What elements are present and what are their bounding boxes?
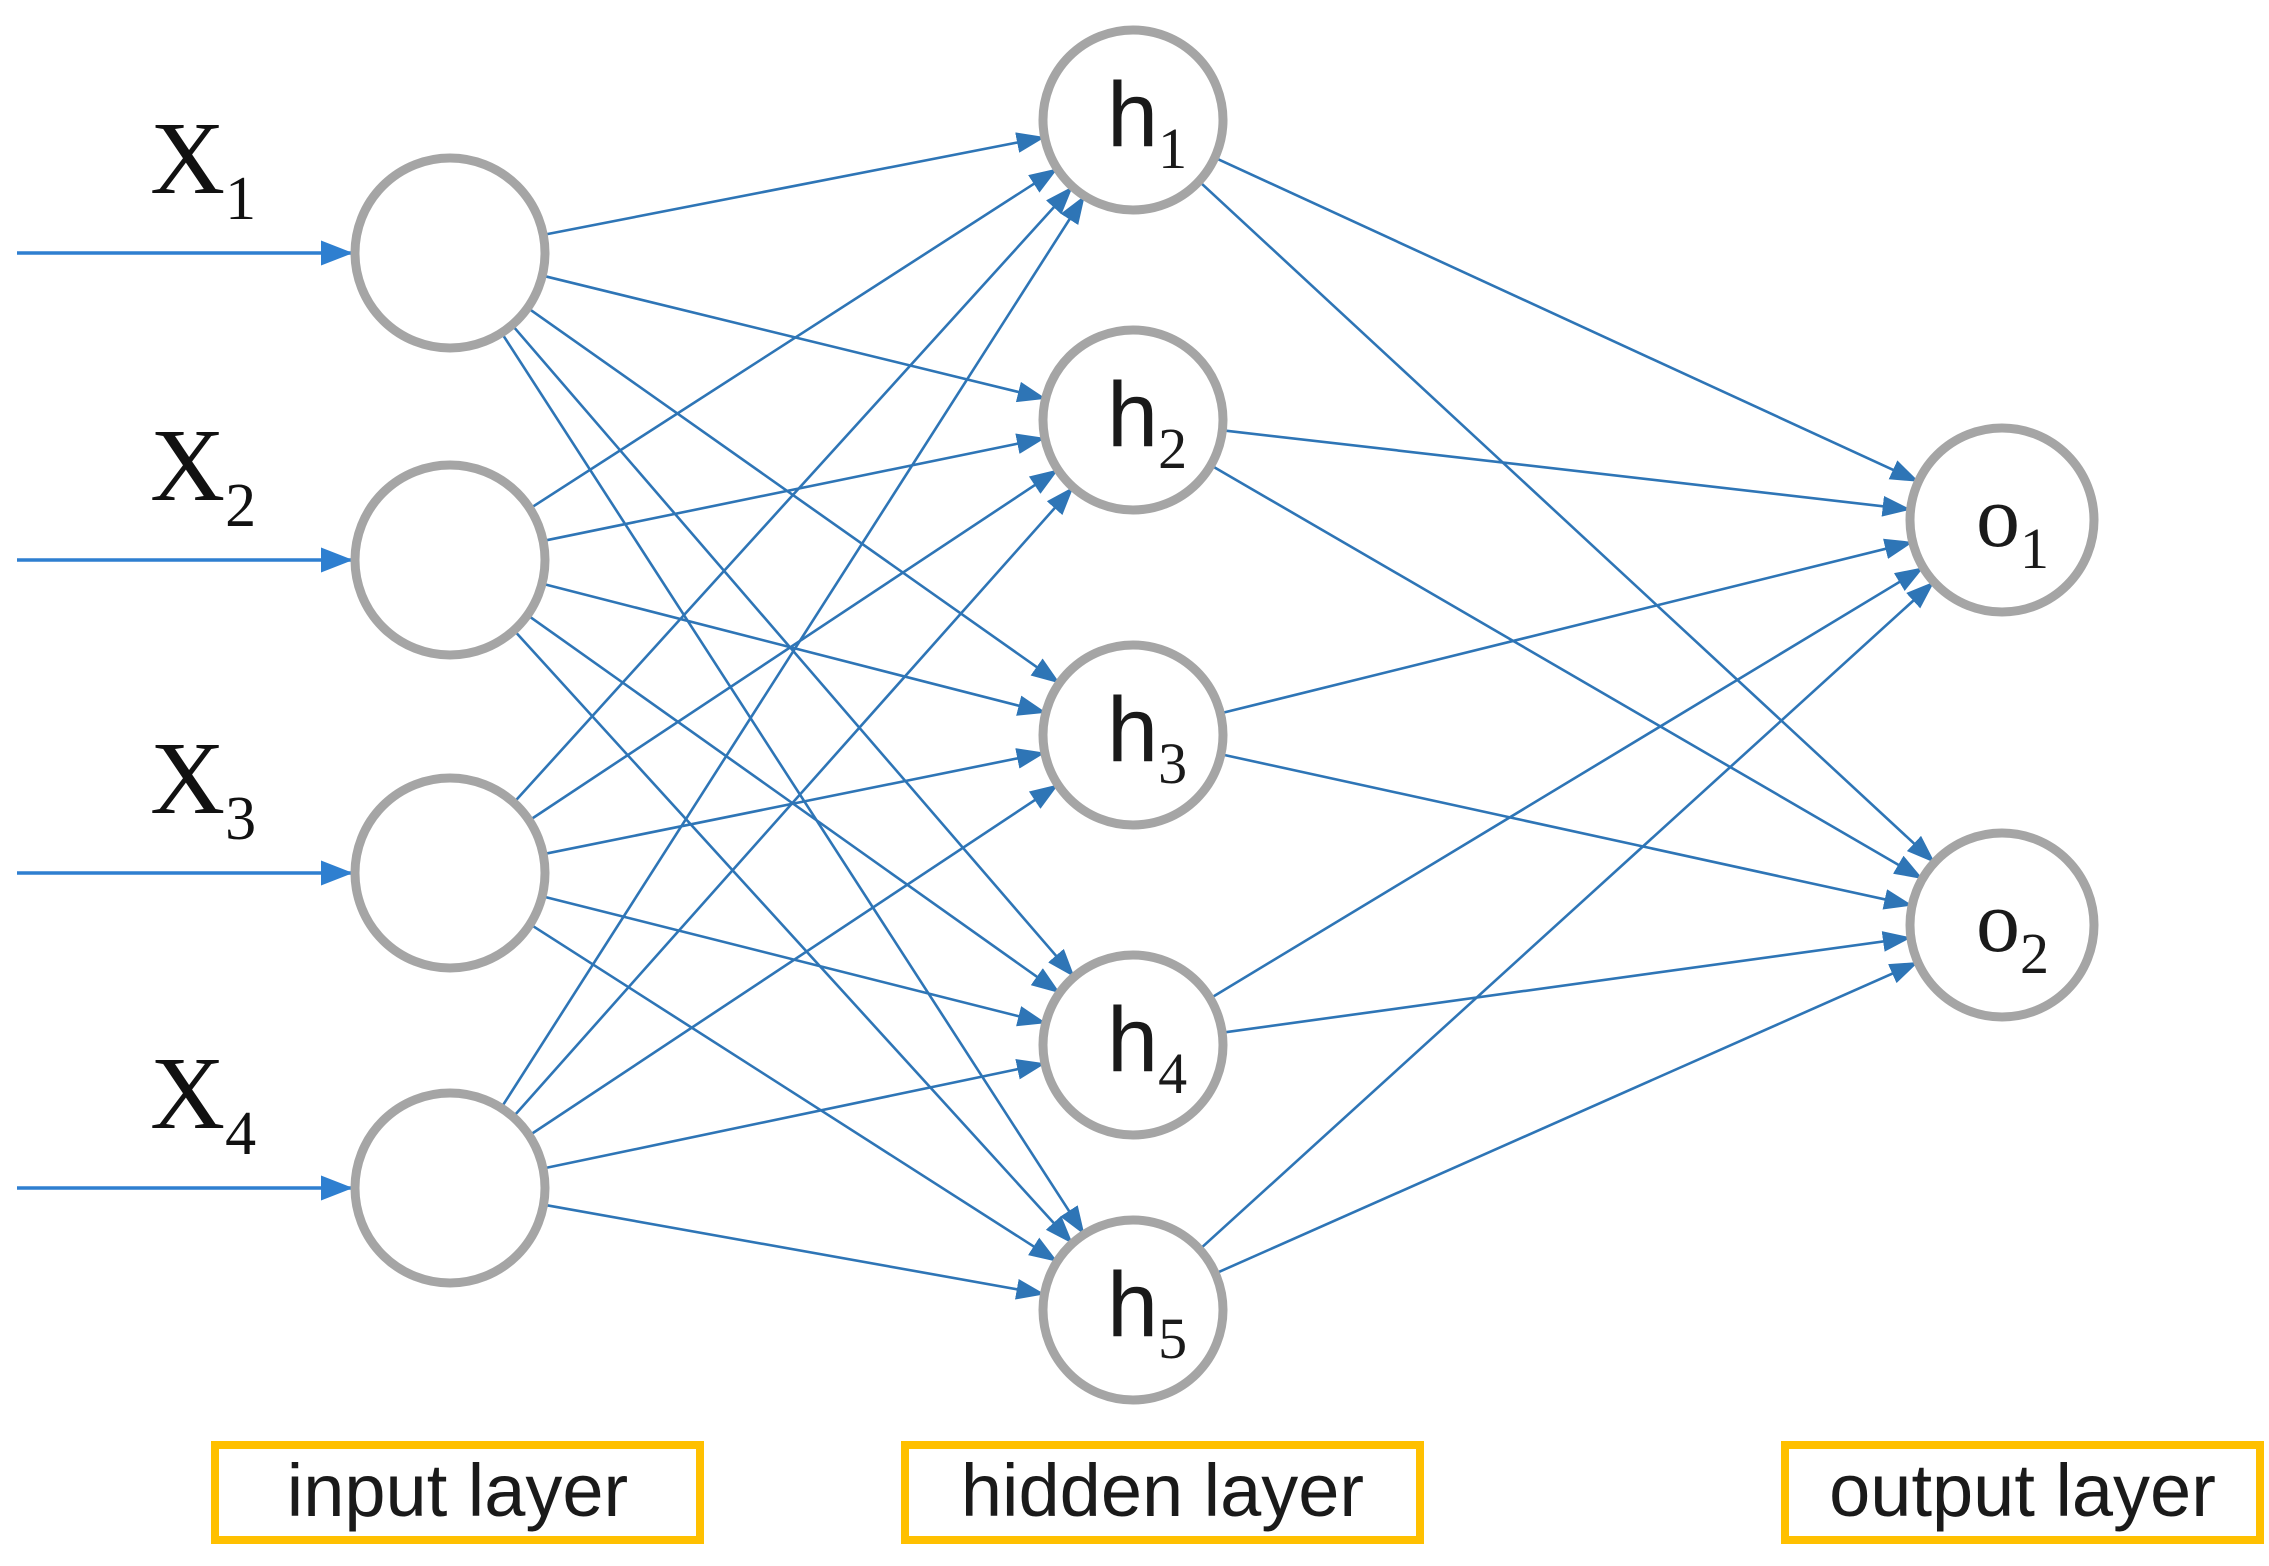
- legend-hidden-layer-text: hidden layer: [961, 1449, 1364, 1532]
- input-label-x4: X4: [150, 1036, 256, 1168]
- hidden-layer-nodes: h1 h2 h3 h4 h5: [1038, 25, 1228, 1405]
- connection-edge: [1209, 567, 1924, 1000]
- output-node-1[interactable]: [1905, 423, 2099, 617]
- input-layer-nodes: [350, 153, 550, 1288]
- connection-edge: [500, 332, 1085, 1235]
- hidden-node-2[interactable]: [1038, 325, 1228, 515]
- connection-edge: [1214, 156, 1919, 482]
- connection-edge: [1221, 931, 1912, 1034]
- connection-edge: [500, 195, 1085, 1109]
- hidden-node-5[interactable]: [1038, 1215, 1228, 1405]
- hidden-node-4[interactable]: [1038, 950, 1228, 1140]
- hidden-node-3[interactable]: [1038, 640, 1228, 830]
- input-node-1[interactable]: [350, 153, 550, 353]
- connection-edge: [512, 486, 1074, 1118]
- hidden-node-1[interactable]: [1038, 25, 1228, 215]
- output-node-2[interactable]: [1905, 828, 2099, 1022]
- connection-edge: [1210, 464, 1923, 880]
- edges-hidden-to-output: [1198, 156, 1935, 1275]
- connection-edge: [541, 274, 1047, 403]
- legend-input-layer-text: input layer: [287, 1449, 628, 1532]
- connection-edge: [542, 1059, 1046, 1170]
- connection-edge: [1220, 538, 1914, 715]
- connection-edge: [1214, 961, 1919, 1275]
- input-node-4[interactable]: [350, 1088, 550, 1288]
- input-label-x2: X2: [150, 408, 256, 540]
- input-feed-arrows: [17, 240, 354, 1201]
- connection-edge: [528, 784, 1059, 1137]
- connection-edge: [542, 433, 1046, 543]
- connection-edge: [512, 186, 1073, 804]
- hidden-node-1-label: h1: [1107, 64, 1187, 181]
- connection-edge: [529, 168, 1058, 510]
- input-label-x1: X1: [150, 101, 256, 233]
- output-layer-nodes: o1 o2: [1905, 423, 2099, 1022]
- input-node-2[interactable]: [350, 460, 550, 660]
- connection-edge: [1198, 180, 1935, 863]
- connection-edge: [1198, 581, 1935, 1251]
- connection-edge: [542, 132, 1046, 237]
- edges-input-to-hidden: [500, 132, 1085, 1300]
- connection-edge: [541, 582, 1047, 716]
- layer-legend: input layer hidden layer output layer: [211, 1441, 2264, 1544]
- output-node-2-label: o2: [1976, 874, 2049, 986]
- hidden-node-5-label: h5: [1107, 1254, 1187, 1371]
- legend-hidden-layer-box[interactable]: [901, 1441, 1424, 1544]
- legend-input-layer-box[interactable]: [211, 1441, 704, 1544]
- input-node-3[interactable]: [350, 773, 550, 973]
- legend-output-layer-box[interactable]: [1781, 1441, 2264, 1544]
- output-node-1-label: o1: [1976, 469, 2049, 581]
- hidden-node-2-label: h2: [1107, 364, 1187, 481]
- connection-edge: [529, 923, 1058, 1262]
- input-label-x3: X3: [150, 721, 256, 853]
- connection-edge: [1220, 752, 1913, 910]
- legend-output-layer-text: output layer: [1829, 1449, 2216, 1532]
- connection-edge: [543, 1203, 1045, 1300]
- connection-edge: [1222, 428, 1912, 517]
- connection-edge: [528, 469, 1059, 822]
- hidden-node-3-label: h3: [1107, 679, 1187, 796]
- hidden-node-4-label: h4: [1107, 989, 1187, 1106]
- connection-edge: [513, 629, 1073, 1244]
